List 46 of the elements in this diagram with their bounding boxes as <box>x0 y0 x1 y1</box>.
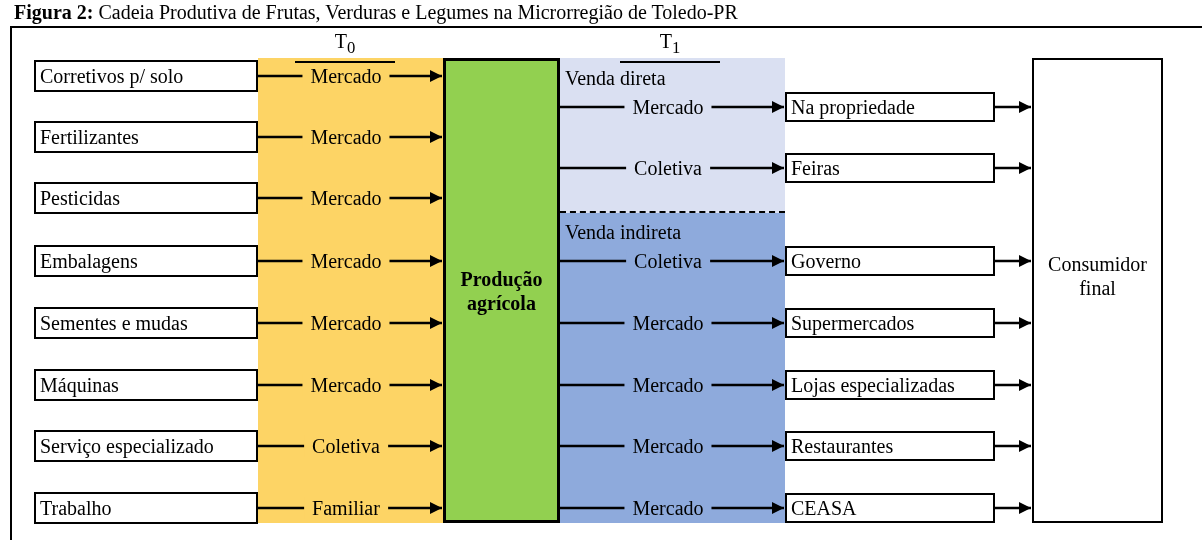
arrow <box>995 100 1031 114</box>
box-label: Máquinas <box>40 373 119 397</box>
input-box <box>34 307 258 339</box>
box-label: Trabalho <box>40 496 112 520</box>
input-box <box>34 182 258 214</box>
column-heading: T$_{1}$ <box>620 28 720 63</box>
channel-box <box>785 153 995 183</box>
box-label: Feiras <box>791 156 840 180</box>
box-label: Na propriedade <box>791 95 915 119</box>
arrow <box>995 161 1031 175</box>
box-label: Supermercados <box>791 311 915 335</box>
arrow <box>995 254 1031 268</box>
channel-box <box>785 92 995 122</box>
box-label: Governo <box>791 249 861 273</box>
input-box <box>34 430 258 462</box>
box-label: CEASA <box>791 496 857 520</box>
input-box <box>34 245 258 277</box>
box-label: Fertilizantes <box>40 125 139 149</box>
section-heading: Venda indireta <box>565 220 682 244</box>
box-label: Embalagens <box>40 249 138 273</box>
box-label: Lojas especializadas <box>791 373 955 397</box>
process-box <box>1032 58 1163 523</box>
box-label: Restaurantes <box>791 434 894 458</box>
arrow <box>995 439 1031 453</box>
channel-box <box>785 246 995 276</box>
box-label: Consumidor final <box>1048 253 1147 299</box>
process-label: Produção agrícola <box>459 266 544 315</box>
channel-box <box>785 370 995 400</box>
input-box <box>34 60 258 92</box>
section-heading: Venda direta <box>565 66 666 90</box>
input-box <box>34 369 258 401</box>
box-label: Serviço especializado <box>40 434 214 458</box>
column-heading: T$_{0}$ <box>295 28 395 63</box>
arrow <box>995 378 1031 392</box>
box-label: Sementes e mudas <box>40 311 188 335</box>
channel-box <box>785 308 995 338</box>
channel-box <box>785 493 995 523</box>
channel-box <box>785 431 995 461</box>
box-label: Corretivos p/ solo <box>40 64 184 88</box>
arrow <box>995 316 1031 330</box>
arrow <box>995 501 1031 515</box>
process-column <box>443 58 560 523</box>
box-label: Pesticidas <box>40 186 120 210</box>
input-box <box>34 492 258 524</box>
input-box <box>34 121 258 153</box>
figure-title: Figura 2: Cadeia Produtiva de Frutas, Verduras e Legumes na Microrregião de Toledo-PR <box>14 0 738 24</box>
